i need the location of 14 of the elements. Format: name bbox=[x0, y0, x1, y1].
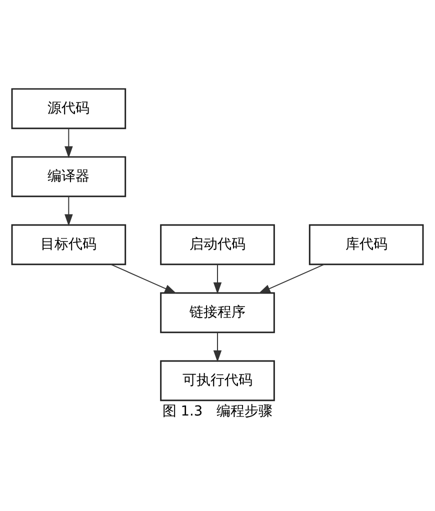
arrow bbox=[258, 263, 325, 293]
node-box: 目标代码 bbox=[11, 224, 126, 265]
node-box: 源代码 bbox=[11, 88, 126, 129]
node-box: 启动代码 bbox=[160, 224, 275, 265]
caption: 图 1.3 编程步骤 bbox=[162, 402, 273, 419]
node-box: 编译器 bbox=[11, 156, 126, 197]
node-box: 可执行代码 bbox=[160, 360, 275, 401]
node-box: 链接程序 bbox=[160, 292, 275, 333]
arrow bbox=[64, 127, 73, 158]
arrow bbox=[213, 331, 222, 362]
arrow bbox=[213, 263, 222, 294]
node-box: 库代码 bbox=[308, 224, 424, 265]
arrow bbox=[110, 263, 177, 293]
arrow bbox=[64, 195, 73, 226]
